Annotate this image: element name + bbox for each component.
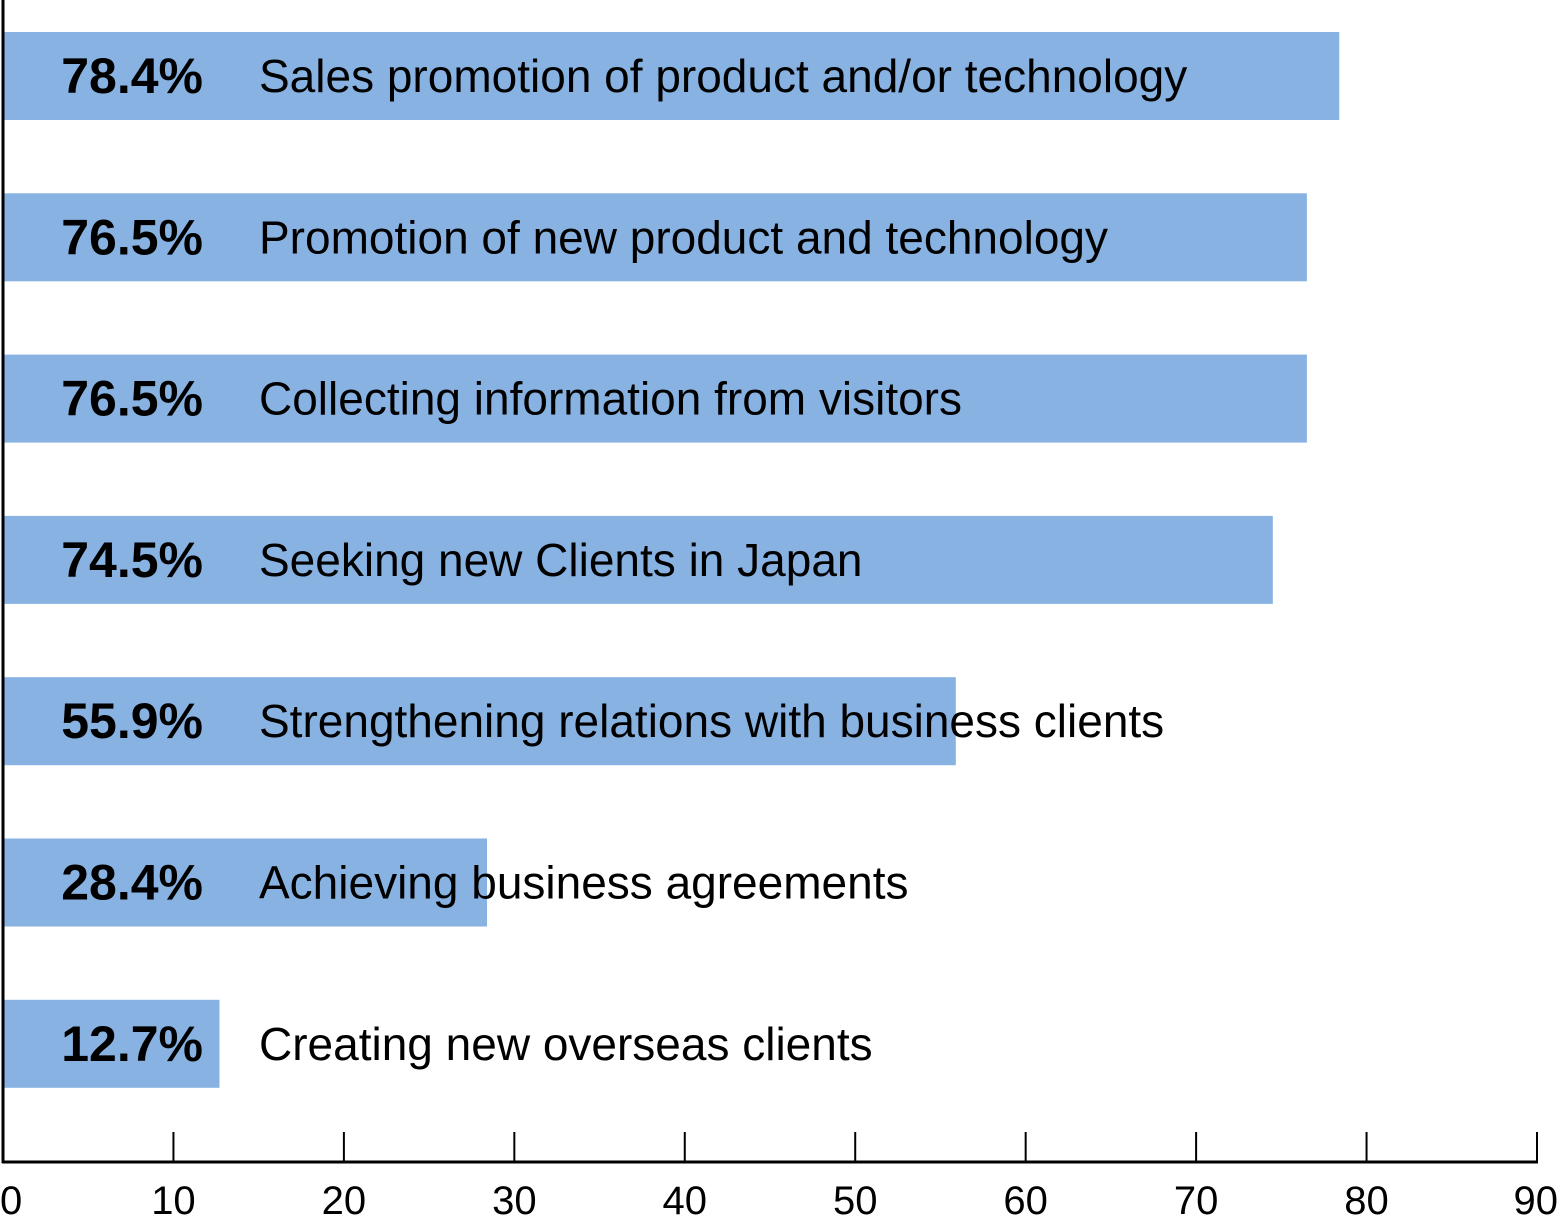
category-label-3: Collecting information from visitors: [259, 373, 962, 425]
category-label-4: Seeking new Clients in Japan: [259, 534, 862, 586]
bar-6: [3, 838, 488, 927]
category-label-5: Strengthening relations with business cl…: [259, 695, 1164, 747]
x-tick-label-0: 0: [0, 1179, 22, 1219]
x-tick-label-80: 80: [1344, 1179, 1389, 1219]
x-tick-label-10: 10: [151, 1179, 196, 1219]
x-tick-label-60: 60: [1003, 1179, 1048, 1219]
bar-3: [3, 354, 1307, 443]
bar-4: [3, 515, 1273, 604]
labels-group: 78.4% Sales promotion of product and/or t…: [61, 48, 1187, 1072]
value-label-4: 74.5%: [61, 532, 203, 588]
bar-2: [3, 193, 1307, 282]
x-tick-label-70: 70: [1174, 1179, 1219, 1219]
value-label-3: 76.5%: [61, 371, 203, 427]
category-label-6: Achieving business agreements: [259, 857, 908, 909]
value-label-1: 78.4%: [61, 48, 203, 104]
value-label-7: 12.7%: [61, 1016, 203, 1072]
value-label-5: 55.9%: [61, 693, 203, 749]
x-tick-label-40: 40: [663, 1179, 708, 1219]
x-tick-label-30: 30: [492, 1179, 537, 1219]
x-tick-label-50: 50: [833, 1179, 878, 1219]
x-tick-label-20: 20: [322, 1179, 367, 1219]
category-label-7: Creating new overseas clients: [259, 1018, 873, 1070]
value-label-2: 76.5%: [61, 209, 203, 265]
category-label-1: Sales promotion of product and/or techno…: [259, 50, 1187, 102]
bar-5: [3, 677, 956, 766]
bar-7: [3, 999, 220, 1088]
value-label-6: 28.4%: [61, 855, 203, 911]
category-label-2: Promotion of new product and technology: [259, 211, 1108, 263]
bar-1: [3, 32, 1340, 120]
x-tick-label-90: 90: [1514, 1179, 1559, 1219]
bars-group: [3, 32, 1340, 1088]
